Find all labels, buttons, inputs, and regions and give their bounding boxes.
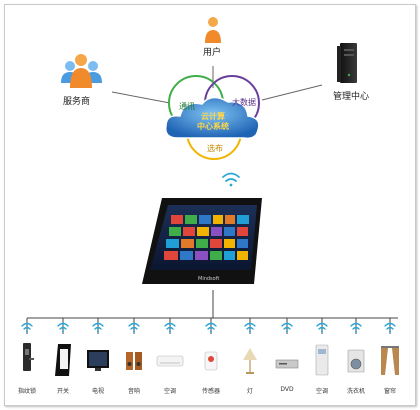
device-wifi-icon [281,322,293,333]
device-wifi-icon [244,322,256,333]
fingerprint-lock-icon [23,343,34,371]
device-wifi-icon [316,322,328,333]
device-label: 窗帘 [383,388,397,395]
device-label: 音响 [127,388,141,395]
lamp-icon [243,348,257,374]
tv-icon [87,350,109,371]
device-wifi-icon [21,322,33,333]
switch-panel-icon [55,344,71,376]
user-icon [205,17,221,43]
device-label: 指纹锁 [17,388,37,395]
device-label: 空调 [315,388,329,395]
comm-label: 通讯 [179,102,195,111]
device-label: 电视 [91,388,105,395]
server-tower-icon [337,43,357,83]
device-label: 开关 [56,388,70,395]
device-label: 空调 [163,388,177,395]
device-wifi-icon [350,322,362,333]
device-bus [27,290,398,319]
curtain-icon [381,346,399,375]
cloud-shape [165,96,260,140]
device-wifi-icon [57,322,69,333]
device-wifi-icon [205,322,217,333]
provider-label: 服务商 [63,97,91,107]
cloud-title-line1: 云计算 [201,112,225,121]
user-label: 用户 [203,48,222,58]
tablet-brand: Mindsoft [198,276,219,282]
wifi-icon [222,172,240,187]
provider-group-icon [61,54,102,88]
air-conditioner-icon [156,355,184,367]
device-wifi-icon [384,322,396,333]
device-wifi-icon [128,322,140,333]
device-label: 传感器 [201,388,221,395]
publish-label: 选布 [207,144,223,153]
bigdata-label: 大数据 [232,98,256,107]
admin-center-label: 管理中心 [333,92,370,102]
speaker-icon [126,352,142,370]
tablet-device: Mindsoft [142,198,262,284]
washing-machine-icon [347,349,365,373]
cloud-title-line2: 中心系统 [197,122,229,131]
device-wifi-icon [164,322,176,333]
device-label: DVD [280,386,294,393]
cabinet-ac-icon [315,344,329,376]
device-layer [21,318,399,376]
device-label: 洗衣机 [346,388,366,395]
device-wifi-icon [92,322,104,333]
tablet-app-tiles [164,215,249,260]
cloud-system-diagram [165,75,260,160]
dvd-icon [275,359,299,369]
device-label: 灯 [246,388,254,395]
sensor-icon [204,351,218,371]
